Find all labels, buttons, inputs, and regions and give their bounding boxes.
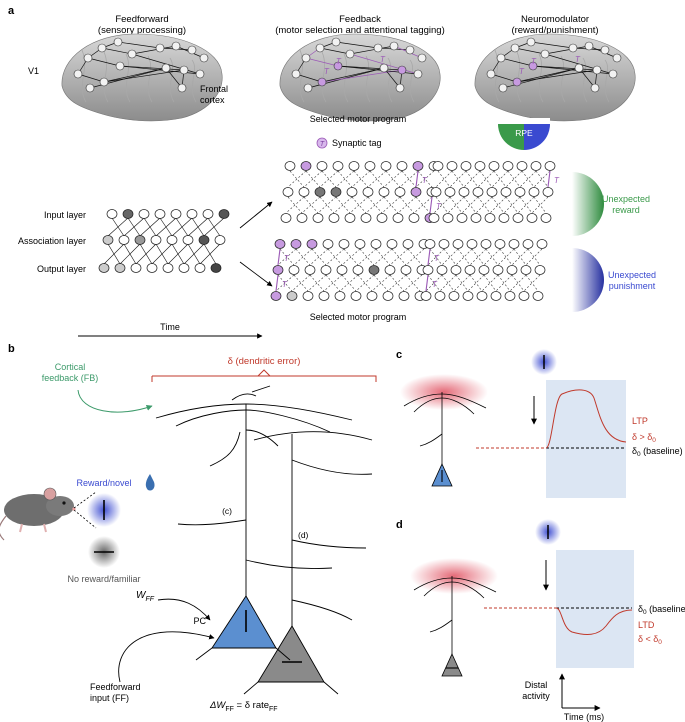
- cortical-fb-label-2: feedback (FB): [42, 373, 99, 383]
- reward-label-1: Unexpected: [602, 194, 650, 204]
- panel-d-dendrite-glow: [410, 558, 498, 594]
- distal-label-2: activity: [522, 691, 550, 701]
- svg-text:T: T: [432, 280, 438, 289]
- svg-text:T: T: [282, 280, 288, 289]
- water-drop-icon: [145, 474, 155, 491]
- ltp-label: LTP: [632, 416, 648, 426]
- col3-title: Neuromodulator: [521, 14, 589, 25]
- svg-text:T: T: [324, 67, 330, 76]
- pc-soma-gray: [257, 625, 325, 683]
- mouse-illustration: [0, 487, 76, 541]
- wff-label: WFF: [136, 590, 155, 603]
- label-d-marker: (d): [298, 530, 309, 540]
- output-layer-label: Output layer: [37, 264, 86, 274]
- distal-label-1: Distal: [525, 680, 548, 690]
- panel-d-window: [556, 550, 634, 668]
- dendritic-error-bracket: [151, 369, 377, 382]
- time-ms-label: Time (ms): [564, 712, 604, 722]
- association-layer-label: Association layer: [18, 236, 86, 246]
- panel-b-letter: b: [8, 343, 15, 355]
- punishment-halfdisc: [572, 248, 604, 312]
- cortical-fb-label-1: Cortical: [55, 362, 86, 372]
- soma-basal-dendrites: [195, 647, 339, 695]
- rpe-label: RPE: [515, 128, 533, 138]
- reward-halfdisc: [572, 172, 604, 236]
- frontal-label-1: Frontal: [200, 84, 228, 94]
- panel-d-letter: d: [396, 519, 403, 531]
- synaptic-tag-icon: [316, 137, 328, 149]
- time-label: Time: [160, 322, 180, 332]
- panel-c-neuron: [403, 392, 487, 464]
- ltd-condition: δ < δ0: [638, 634, 662, 646]
- panel-d-baseline-label: δ0 (baseline): [638, 604, 685, 616]
- gaze-lines: [73, 491, 97, 529]
- svg-text:T: T: [422, 176, 428, 185]
- wff-arrow: [157, 598, 211, 621]
- tag-glyph: T: [320, 141, 325, 148]
- rpe-disc: [498, 118, 550, 150]
- ltp-condition: δ > δ0: [632, 432, 656, 444]
- synaptic-tag-label: Synaptic tag: [332, 138, 382, 148]
- feedforward-network: [98, 209, 230, 273]
- ff-input-arrow: [118, 631, 215, 683]
- ltd-label: LTD: [638, 620, 655, 630]
- svg-text:T: T: [434, 254, 440, 263]
- selected-motor-bottom: Selected motor program: [310, 312, 407, 322]
- panel-c-dendrite-glow: [400, 374, 488, 410]
- brain-illustration: [61, 33, 223, 122]
- svg-text:T: T: [284, 254, 290, 263]
- col2-subtitle: (motor selection and attentional tagging…: [275, 25, 445, 36]
- svg-text:T: T: [554, 176, 560, 185]
- panel-c-window: [546, 380, 626, 498]
- svg-text:T: T: [531, 57, 537, 66]
- input-layer-label: Input layer: [44, 210, 86, 220]
- pc-soma-blue: [211, 595, 277, 649]
- col1-subtitle: (sensory processing): [98, 25, 186, 36]
- reward-label-2: reward: [612, 205, 640, 215]
- svg-text:T: T: [336, 57, 342, 66]
- svg-text:T: T: [519, 67, 525, 76]
- network-grid: TT: [420, 239, 548, 301]
- arrow-to-top-network: [239, 201, 273, 229]
- svg-text:T: T: [380, 55, 386, 64]
- svg-text:T: T: [436, 202, 442, 211]
- panel-d-soma: [441, 653, 463, 677]
- panel-c-ltp-trace: [545, 389, 627, 449]
- selected-motor-top: Selected motor program: [310, 114, 407, 124]
- svg-text:T: T: [575, 55, 581, 64]
- plasticity-equation: ΔWFF = δ rateFF: [209, 700, 278, 713]
- ff-input-label-2: input (FF): [90, 693, 129, 703]
- pyramidal-neuron-pair: [155, 385, 373, 626]
- punish-label-1: Unexpected: [608, 270, 656, 280]
- no-reward-label: No reward/familiar: [67, 574, 140, 584]
- panel-a-letter: a: [8, 5, 15, 17]
- col2-title: Feedback: [339, 14, 381, 25]
- col3-subtitle: (reward/punishment): [511, 25, 598, 36]
- punish-label-2: punishment: [609, 281, 656, 291]
- label-c-marker: (c): [222, 506, 232, 516]
- network-grid: TT: [270, 239, 430, 301]
- col1-title: Feedforward: [115, 14, 168, 25]
- panel-c-letter: c: [396, 349, 402, 361]
- v1-label: V1: [28, 66, 39, 76]
- feedback-arrow: [77, 389, 153, 413]
- panel-d-ltd-trace: [555, 607, 633, 635]
- reward-novel-label: Reward/novel: [76, 478, 131, 488]
- network-grid: TT: [280, 161, 442, 223]
- dendritic-error-label: δ (dendritic error): [228, 356, 301, 367]
- network-grid: T: [428, 161, 560, 223]
- frontal-label-2: cortex: [200, 95, 225, 105]
- panel-c-baseline-label: δ0 (baseline): [632, 446, 683, 458]
- arrow-to-bottom-network: [239, 261, 273, 287]
- panel-d-neuron: [413, 576, 497, 654]
- ff-input-label-1: Feedforward: [90, 682, 141, 692]
- pc-label: PC: [193, 616, 206, 626]
